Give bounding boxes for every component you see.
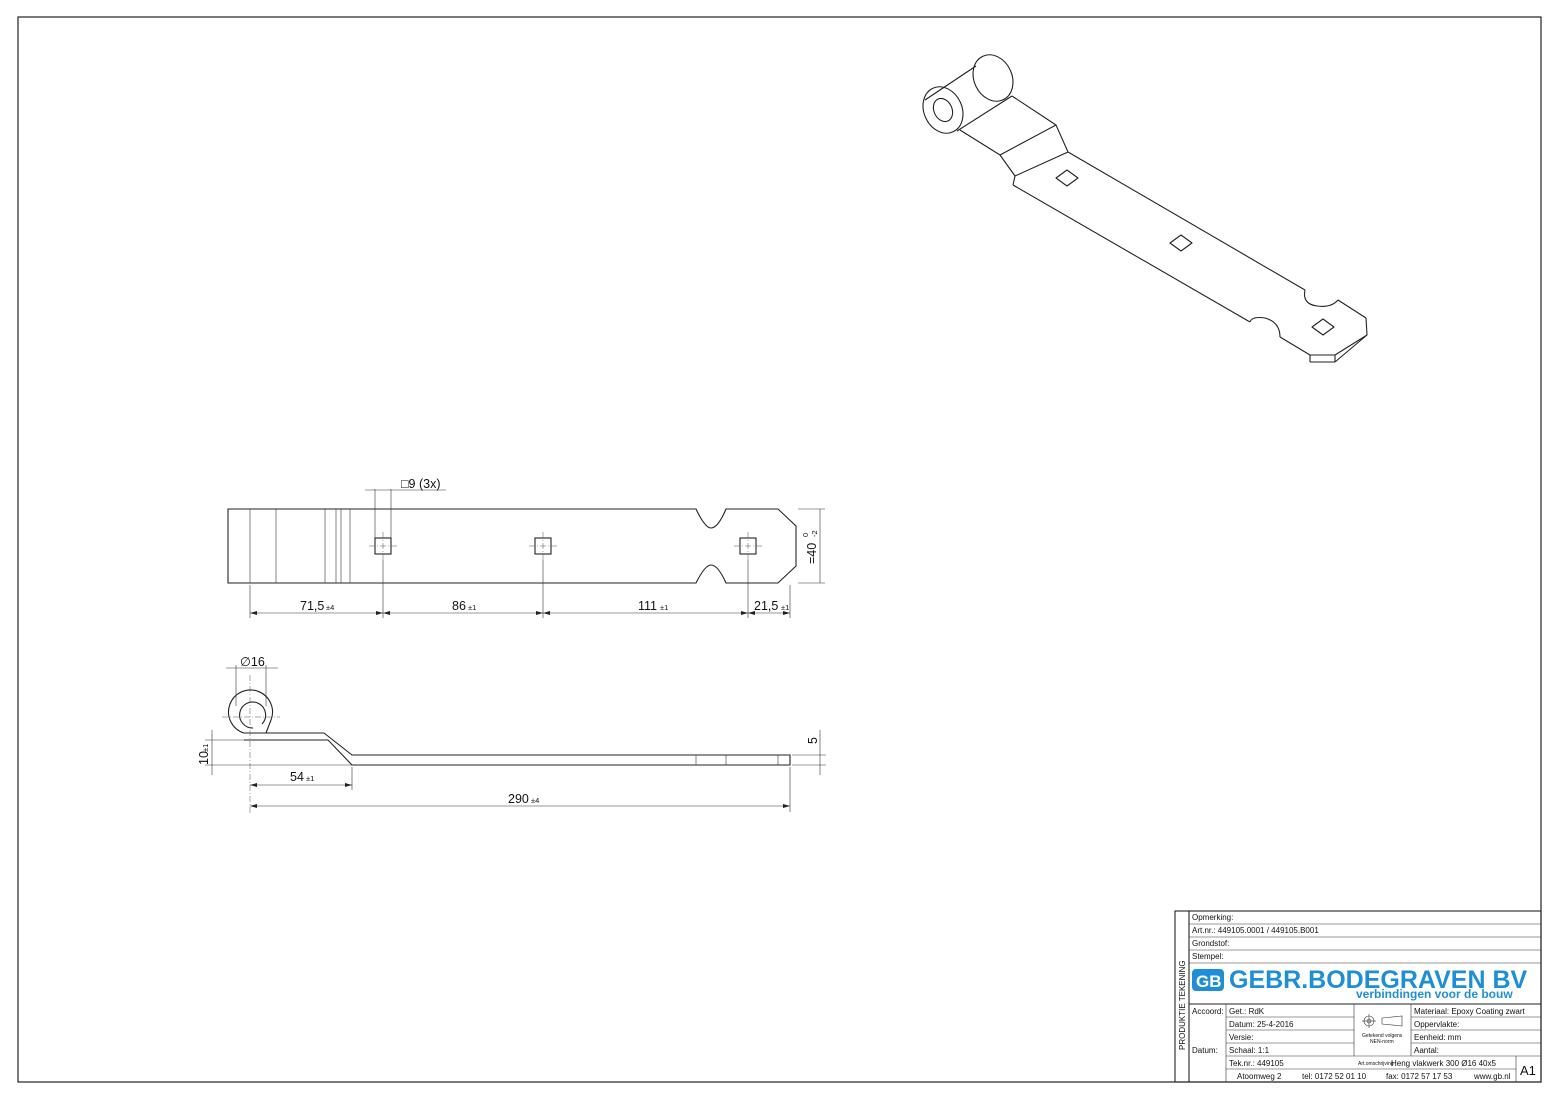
- schaal-value: Schaal: 1:1: [1229, 1046, 1270, 1055]
- web: www.gb.nl: [1473, 1072, 1511, 1081]
- art-omschrijving-label: Art.omschrijving: [1358, 1061, 1394, 1067]
- offset-label: 10: [197, 751, 211, 765]
- address: Atoomweg 2: [1237, 1072, 1282, 1081]
- accoord-label: Accoord:: [1192, 1007, 1224, 1016]
- width-tol-upper: 0: [801, 533, 810, 537]
- side-view: ∅16 10 ±1 5 54 ±1 290 ±4: [197, 655, 826, 815]
- thickness-label: 5: [806, 737, 820, 744]
- dim-86-tol: ±1: [468, 603, 476, 612]
- bend-label: 54: [290, 770, 304, 784]
- sheet-border: [17, 16, 1542, 1083]
- versie-label: Versie:: [1229, 1033, 1253, 1042]
- dim-86: 86: [452, 599, 466, 613]
- dim-21-5: 21,5: [754, 599, 778, 613]
- offset-tol: ±1: [201, 744, 210, 752]
- datum-value: Datum: 25-4-2016: [1229, 1020, 1294, 1029]
- dim-21-5-tol: ±1: [781, 603, 789, 612]
- diameter-label: ∅16: [240, 655, 265, 669]
- length-tol: ±4: [531, 796, 539, 805]
- tel: tel: 0172 52 01 10: [1302, 1072, 1367, 1081]
- eenheid-value: Eenheid: mm: [1414, 1033, 1461, 1042]
- nen-norm: NEN-norm: [1370, 1039, 1394, 1045]
- company-name: GEBR.BODEGRAVEN BV: [1229, 966, 1528, 994]
- format-label: A1: [1520, 1063, 1536, 1078]
- isometric-view: [922, 54, 1368, 363]
- getekend-volgens: Getekend volgens: [1362, 1033, 1403, 1039]
- dim-111-tol: ±1: [660, 603, 668, 612]
- dim-71-5-tol: ±4: [326, 603, 334, 612]
- logo-letters: GB: [1196, 972, 1222, 991]
- logo-mark: [1192, 969, 1224, 991]
- side-label: PRODUKTIE TEKENING: [1178, 960, 1187, 1050]
- hole-size-label: □9 (3x): [401, 477, 441, 491]
- aantal-label: Aantal:: [1414, 1046, 1439, 1055]
- oppervlakte-label: Oppervlakte:: [1414, 1020, 1459, 1029]
- art-nr: Art.nr.: 449105.0001 / 449105.B001: [1192, 926, 1319, 935]
- opmerking-label: Opmerking:: [1192, 913, 1233, 922]
- fax: fax: 0172 57 17 53: [1386, 1072, 1453, 1081]
- dim-71-5: 71,5: [300, 599, 324, 613]
- stempel-label: Stempel:: [1192, 952, 1224, 961]
- datum-label: Datum:: [1192, 1046, 1218, 1055]
- top-view: □9 (3x) =40 0 -2 71,5 ±4 86 ±1 111 ±1 21…: [227, 477, 825, 618]
- title-block: PRODUKTIE TEKENING Opmerking: Art.nr.: 4…: [1174, 910, 1542, 1083]
- width-tol-lower: -2: [810, 530, 819, 537]
- materiaal-value: Materiaal: Epoxy Coating zwart: [1414, 1007, 1525, 1016]
- dim-111: 111: [638, 599, 657, 613]
- grondstof-label: Grondstof:: [1192, 939, 1229, 948]
- tek-nr-value: Tek.nr.: 449105: [1229, 1059, 1284, 1068]
- bend-tol: ±1: [306, 774, 314, 783]
- width-label: =40: [805, 543, 819, 564]
- art-omschrijving-value: Heng vlakwerk 300 Ø16 40x5: [1391, 1059, 1497, 1068]
- get-value: Get.: RdK: [1229, 1007, 1265, 1016]
- length-label: 290: [508, 792, 529, 806]
- projection-symbol-icon: [1362, 1014, 1403, 1028]
- company-tagline: verbindingen voor de bouw: [1356, 987, 1513, 1001]
